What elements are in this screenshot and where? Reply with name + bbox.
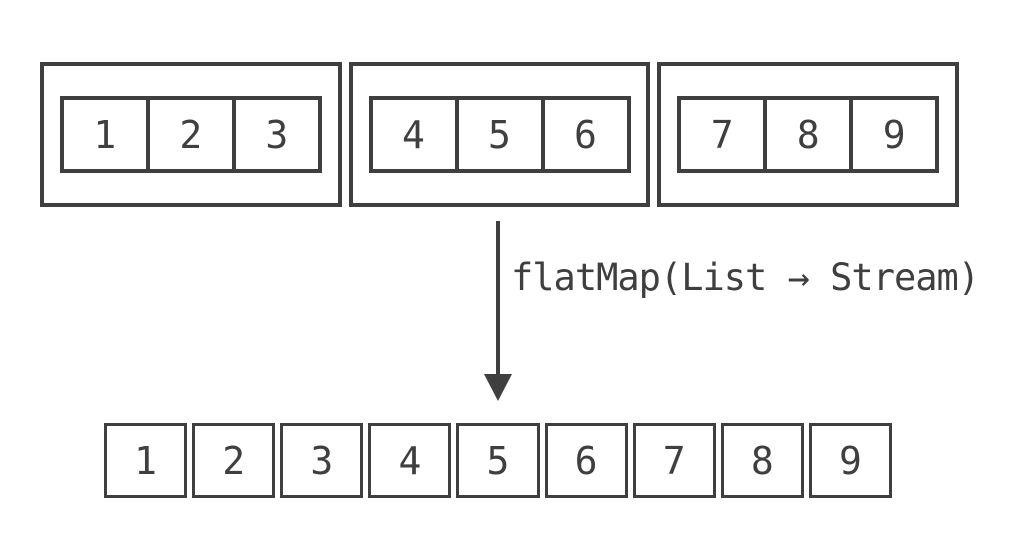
flatmap-operation-label: flatMap(List → Stream) xyxy=(511,256,980,299)
result-cell: 9 xyxy=(808,423,892,498)
result-cell: 7 xyxy=(632,423,716,498)
list-cell: 7 xyxy=(710,112,734,157)
result-cell: 3 xyxy=(280,423,364,498)
list-cell: 8 xyxy=(763,100,849,169)
result-cell: 6 xyxy=(544,423,628,498)
list-cell: 4 xyxy=(402,112,425,157)
result-cell: 2 xyxy=(192,423,276,498)
list-cell: 5 xyxy=(454,100,541,169)
down-arrow-shaft xyxy=(496,221,500,376)
list-cell: 1 xyxy=(93,112,117,157)
list-cell: 2 xyxy=(145,100,232,169)
result-cell: 5 xyxy=(456,423,540,498)
list-cell: 3 xyxy=(231,100,318,169)
result-cell: 1 xyxy=(104,423,188,498)
down-arrow-head-icon xyxy=(484,374,512,401)
result-cell: 4 xyxy=(368,423,452,498)
list-cell: 9 xyxy=(849,100,935,169)
result-cell: 8 xyxy=(720,423,804,498)
list-cell: 6 xyxy=(540,100,627,169)
